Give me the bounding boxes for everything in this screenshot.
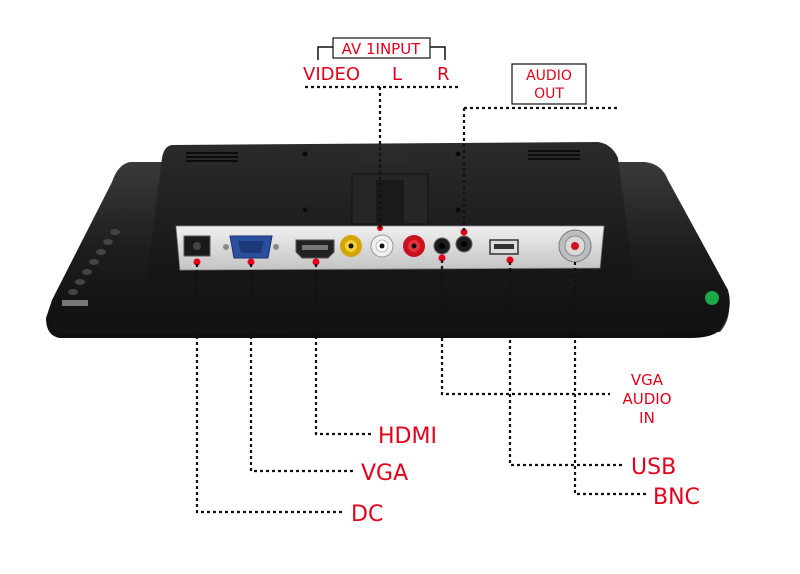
vga-label: VGA — [361, 461, 408, 486]
model-sticker — [62, 300, 88, 306]
dc-label: DC — [351, 502, 383, 527]
screw-hole — [302, 151, 308, 157]
vga-audio-in-label-line3: IN — [639, 409, 655, 427]
vga-audio-in-label-line2: AUDIO — [622, 390, 671, 408]
dc-marker — [193, 258, 201, 266]
vga-audio-leader — [440, 260, 610, 396]
menu-button — [68, 289, 78, 295]
vga-audio-marker — [438, 254, 446, 262]
vga-audio-in-label-line1: VGA — [631, 371, 664, 389]
screw-hole — [455, 151, 461, 157]
menu-button — [89, 259, 99, 265]
av-video-jack — [340, 235, 362, 257]
vent-right — [528, 150, 580, 160]
power-indicator — [705, 291, 719, 305]
port-markers — [193, 225, 514, 266]
bnc-label: BNC — [653, 485, 700, 510]
label-plate — [358, 150, 410, 164]
hdmi-leader — [314, 264, 372, 436]
vent-left — [186, 152, 238, 162]
av-input-label: AV 1INPUT — [342, 40, 422, 58]
usb-leader — [508, 262, 625, 467]
av-left-jack — [370, 234, 394, 258]
hdmi-port — [295, 239, 335, 259]
front-buttons — [62, 229, 120, 306]
menu-button — [96, 249, 106, 255]
usb-label: USB — [631, 455, 676, 480]
audio-out-marker — [460, 228, 468, 236]
av-input-bracket — [317, 37, 446, 60]
bnc-port — [558, 229, 592, 263]
menu-button — [75, 279, 85, 285]
menu-button — [82, 269, 92, 275]
audio-out-label-line2: OUT — [534, 86, 564, 102]
screw-hole — [455, 207, 461, 213]
vga-marker — [247, 258, 255, 266]
usb-port — [489, 239, 519, 255]
video-label: VIDEO — [303, 64, 360, 85]
audio-out-jack — [455, 235, 473, 253]
leader-lines — [195, 85, 648, 514]
hdmi-marker — [312, 258, 320, 266]
av-marker — [377, 225, 383, 231]
vga-audio-in-jack — [433, 237, 451, 255]
dc-leader — [195, 264, 345, 514]
dc-port — [183, 235, 211, 257]
screw-hole — [302, 207, 308, 213]
left-channel-label: L — [392, 64, 402, 85]
menu-button — [103, 239, 113, 245]
vga-port — [223, 235, 279, 259]
audio-out-box — [511, 63, 587, 105]
vga-leader — [249, 264, 355, 473]
hdmi-label: HDMI — [378, 424, 437, 449]
audio-out-label-line1: AUDIO — [526, 68, 572, 84]
usb-marker — [506, 256, 514, 264]
menu-button — [110, 229, 120, 235]
right-channel-label: R — [437, 64, 450, 85]
av-right-jack — [403, 235, 425, 257]
